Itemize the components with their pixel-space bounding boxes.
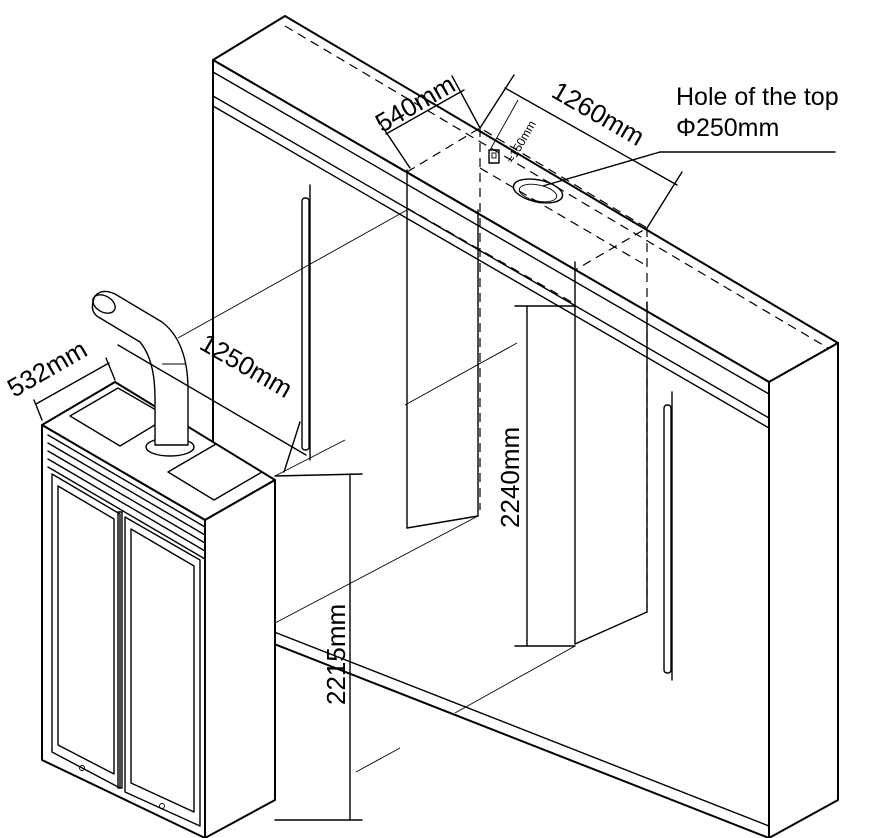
unit-door-right-inner: [130, 528, 195, 813]
top-hole-inner: [518, 183, 558, 203]
unit-foot-2: [159, 803, 165, 809]
grille-line-1: [47, 434, 206, 528]
unit-door-handle: [117, 511, 123, 789]
front-band-line-3: [212, 105, 770, 429]
guide-line-5: [454, 645, 576, 714]
dim-1260-ext-left: [479, 74, 515, 129]
callout-line-2: Φ250mm: [676, 114, 779, 142]
top-hole: [488, 149, 564, 204]
unit-door-right: [124, 516, 201, 827]
cabinet-right-face: [768, 342, 839, 838]
front-band-line-1: [212, 71, 770, 395]
dim-150-line: [489, 99, 519, 151]
unit-base: [41, 759, 206, 838]
grille-line-5: [47, 466, 206, 560]
guide-line-4: [274, 515, 479, 624]
unit-foot-1: [79, 765, 85, 771]
dim-532-ext-right: [105, 357, 116, 381]
inner-box-mid: [406, 207, 576, 305]
dim-540-ext-left: [377, 119, 411, 169]
refrigeration-unit: [41, 290, 276, 838]
panel-bottom-2: [574, 611, 648, 645]
callout-leader: [542, 151, 661, 187]
front-base-line: [212, 607, 770, 827]
door-handle-left: [301, 197, 310, 451]
top-hole-ellipse: [512, 178, 564, 204]
dim-532-line: [35, 362, 110, 405]
guide-line-2: [404, 342, 518, 406]
unit-side-face: [204, 479, 276, 838]
cabinet-front-face: [212, 59, 770, 838]
dim-1250-ext: [283, 421, 301, 473]
dim-540-ext-right: [451, 75, 481, 129]
guide-line-1: [177, 209, 408, 339]
inner-box-top: [406, 127, 649, 271]
guide-line-6: [355, 747, 401, 773]
dim-1250-line: [117, 344, 307, 456]
panel-bottom-1: [406, 515, 479, 529]
door-handle-right: [663, 404, 672, 674]
dim-1260-line: [504, 87, 678, 186]
top-socket-detail: [491, 152, 497, 159]
grille-line-3: [47, 450, 206, 544]
dim-1260-ext-right: [646, 171, 683, 229]
dim-532-ext-left: [33, 399, 43, 421]
unit-door-left-inner: [57, 485, 115, 775]
unit-dimensions: [33, 344, 363, 821]
top-socket-icon: [488, 149, 500, 164]
cabinet-dimensions: [377, 74, 836, 647]
guide-lines: [177, 209, 576, 773]
grille-line-4: [47, 458, 206, 552]
front-band-line-2: [212, 95, 770, 419]
label-unit-depth: 532mm: [2, 334, 92, 403]
grille-line-2: [47, 442, 206, 536]
label-cabinet-height: 2240mm: [495, 427, 525, 528]
label-unit-height: 2215mm: [321, 604, 351, 705]
inner-box-mid-2: [479, 167, 648, 267]
callout-line-1: Hole of the top: [676, 83, 839, 111]
dim-540-line: [385, 89, 465, 135]
top-plate-right: [167, 443, 263, 501]
duct-opening: [92, 294, 116, 314]
unit-front-face: [41, 424, 206, 838]
guide-line-3: [274, 439, 346, 477]
hidden-inner-box: [406, 127, 649, 608]
dim-2215-top-tick: [274, 473, 363, 477]
